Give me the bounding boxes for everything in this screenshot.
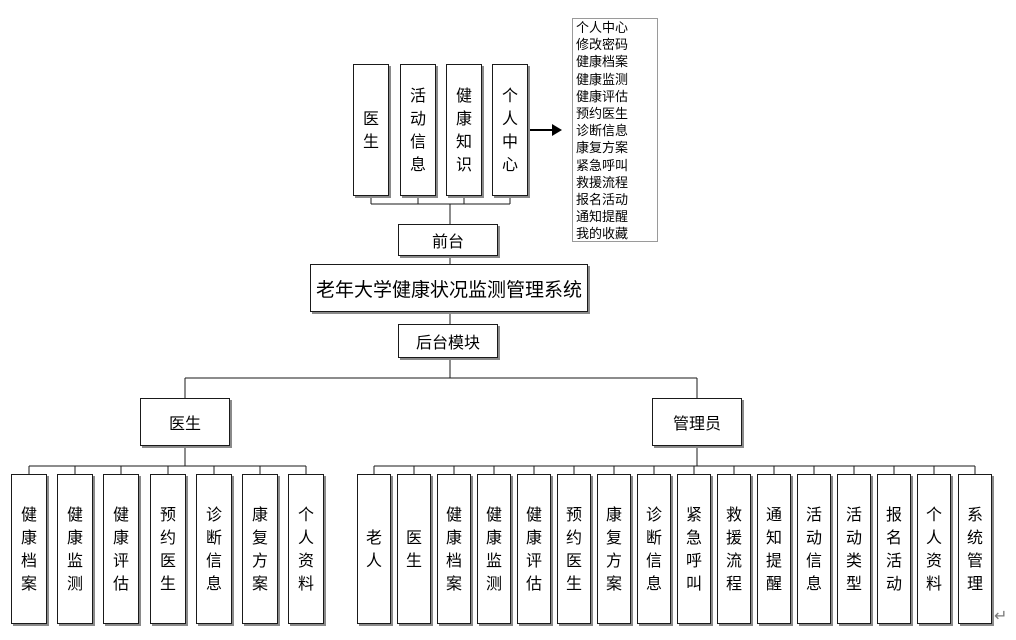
admin-module: 预 约 医 生 (557, 474, 591, 624)
admin-module: 紧 急 呼 叫 (677, 474, 711, 624)
admin-module: 诊 断 信 息 (637, 474, 671, 624)
admin-module: 医 生 (397, 474, 431, 624)
admin-module: 报 名 活 动 (877, 474, 911, 624)
front-module-doctor: 医 生 (353, 64, 389, 196)
arrow-head (552, 124, 562, 136)
menu-item: 健康档案 (576, 55, 629, 71)
menu-item: 个人中心 (576, 21, 629, 36)
admin-module: 康 复 方 案 (597, 474, 631, 624)
menu-item: 健康监测 (576, 72, 629, 88)
doctor-module: 个 人 资 料 (288, 474, 324, 624)
admin-branch-box: 管理员 (652, 398, 742, 446)
admin-module: 通 知 提 醒 (757, 474, 791, 624)
menu-item: 健康评估 (576, 89, 629, 105)
menu-item: 预约医生 (576, 107, 629, 123)
front-module-personal-center: 个 人 中 心 (492, 64, 528, 196)
front-module-health-knowledge: 健 康 知 识 (446, 64, 482, 196)
admin-module: 活 动 信 息 (797, 474, 831, 624)
menu-item: 报名活动 (576, 193, 629, 209)
admin-module: 救 援 流 程 (717, 474, 751, 624)
menu-item: 通知提醒 (576, 210, 629, 226)
doctor-module: 健 康 档 案 (11, 474, 47, 624)
menu-item: 紧急呼叫 (576, 158, 629, 174)
doctor-module: 预 约 医 生 (150, 474, 186, 624)
doctor-module: 健 康 监 测 (57, 474, 93, 624)
menu-item: 康复方案 (576, 141, 629, 157)
admin-module: 健 康 档 案 (437, 474, 471, 624)
doctor-branch-box: 医生 (140, 398, 230, 446)
doctor-module: 诊 断 信 息 (196, 474, 232, 624)
admin-module: 健 康 评 估 (517, 474, 551, 624)
system-title-box: 老年大学健康状况监测管理系统 (310, 264, 588, 312)
admin-module: 老 人 (357, 474, 391, 624)
menu-item: 诊断信息 (576, 124, 629, 140)
back-end-module-box: 后台模块 (398, 324, 498, 358)
front-module-activity-info: 活 动 信 息 (400, 64, 436, 196)
doctor-module: 健 康 评 估 (103, 474, 139, 624)
personal-center-menu: 个人中心 修改密码 健康档案 健康监测 健康评估 预约医生 诊断信息 康复方案 … (572, 18, 658, 242)
admin-module: 活 动 类 型 (837, 474, 871, 624)
menu-item: 修改密码 (576, 38, 629, 54)
menu-item: 救援流程 (576, 175, 629, 191)
doctor-module: 康 复 方 案 (242, 474, 278, 624)
front-end-box: 前台 (398, 224, 498, 256)
paragraph-return-mark: ↵ (994, 606, 1008, 625)
admin-module: 健 康 监 测 (477, 474, 511, 624)
admin-module: 个 人 资 料 (917, 474, 951, 624)
menu-item: 我的收藏 (576, 227, 629, 243)
admin-module: 系 统 管 理 (958, 474, 992, 624)
